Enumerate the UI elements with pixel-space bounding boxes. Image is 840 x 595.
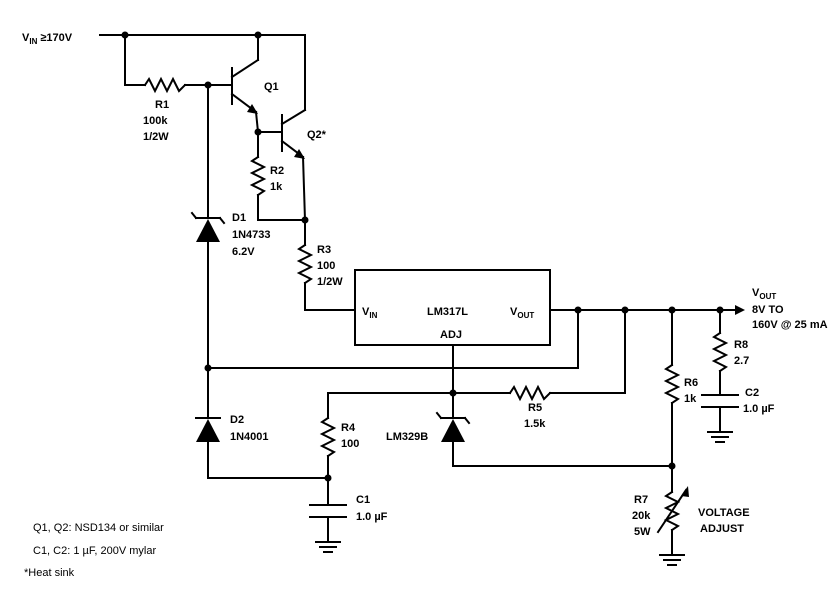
d1-name: D1 xyxy=(232,212,246,224)
potentiometer-r7 xyxy=(656,465,689,566)
resistor-r5 xyxy=(508,309,626,402)
r1-value: 100k xyxy=(143,115,168,127)
ic-vin-label: VIN xyxy=(362,306,378,320)
output-voltage-label: VOUT xyxy=(752,287,776,301)
r8-value: 2.7 xyxy=(734,355,749,367)
r4-value: 100 xyxy=(341,438,359,450)
r7-rating: 5W xyxy=(634,526,651,538)
output-rail xyxy=(549,305,745,315)
input-voltage-label: VIN ≥170V xyxy=(22,32,73,46)
ic-name: LM317L xyxy=(427,306,468,318)
r4-name: R4 xyxy=(341,422,356,434)
c1-value: 1.0 µF xyxy=(356,511,388,523)
note-transistors: Q1, Q2: NSD134 or similar xyxy=(33,522,164,534)
resistor-r6 xyxy=(663,309,681,467)
r7-value: 20k xyxy=(632,510,651,522)
note-capacitors: C1, C2: 1 µF, 200V mylar xyxy=(33,545,156,557)
transistor-q1 xyxy=(230,34,260,134)
reference-lm329b xyxy=(435,392,676,470)
adj-network xyxy=(327,344,511,419)
resistor-r3 xyxy=(296,219,356,311)
r1-rating: 1/2W xyxy=(143,131,169,143)
diode-d2 xyxy=(195,367,332,482)
d2-name: D2 xyxy=(230,414,244,426)
r2-value: 1k xyxy=(270,181,283,193)
transistor-q2 xyxy=(280,34,307,222)
r7-label-voltage: VOLTAGE xyxy=(698,507,750,519)
input-rail xyxy=(99,31,306,86)
resistor-r4 xyxy=(319,416,337,506)
capacitor-c1 xyxy=(309,504,347,553)
r6-name: R6 xyxy=(684,377,698,389)
resistor-r8 xyxy=(711,309,729,396)
capacitor-c2 xyxy=(701,394,739,443)
r2-name: R2 xyxy=(270,165,284,177)
lm329b-label: LM329B xyxy=(386,431,428,443)
output-range-line2: 160V @ 25 mA xyxy=(752,319,828,331)
r5-value: 1.5k xyxy=(524,418,546,430)
q2-name: Q2* xyxy=(307,129,327,141)
r3-value: 100 xyxy=(317,260,335,272)
r1-name: R1 xyxy=(155,99,169,111)
ic-vout-label: VOUT xyxy=(510,306,534,320)
d2-part: 1N4001 xyxy=(230,431,269,443)
resistor-r1 xyxy=(143,76,233,94)
output-range-line1: 8V TO xyxy=(752,304,784,316)
c2-value: 1.0 µF xyxy=(743,403,775,415)
r3-name: R3 xyxy=(317,244,331,256)
r6-value: 1k xyxy=(684,393,697,405)
d1-value: 6.2V xyxy=(232,246,255,258)
note-heat-sink: *Heat sink xyxy=(24,567,75,579)
r5-name: R5 xyxy=(528,402,542,414)
zener-d1 xyxy=(190,84,226,369)
ic-adj-label: ADJ xyxy=(440,329,462,341)
c2-name: C2 xyxy=(745,387,759,399)
r8-name: R8 xyxy=(734,339,748,351)
r7-name: R7 xyxy=(634,494,648,506)
r3-rating: 1/2W xyxy=(317,276,343,288)
q1-name: Q1 xyxy=(264,81,279,93)
c1-name: C1 xyxy=(356,494,370,506)
q1-emitter-node xyxy=(254,128,283,158)
r7-label-adjust: ADJUST xyxy=(700,523,744,535)
d1-part: 1N4733 xyxy=(232,229,271,241)
